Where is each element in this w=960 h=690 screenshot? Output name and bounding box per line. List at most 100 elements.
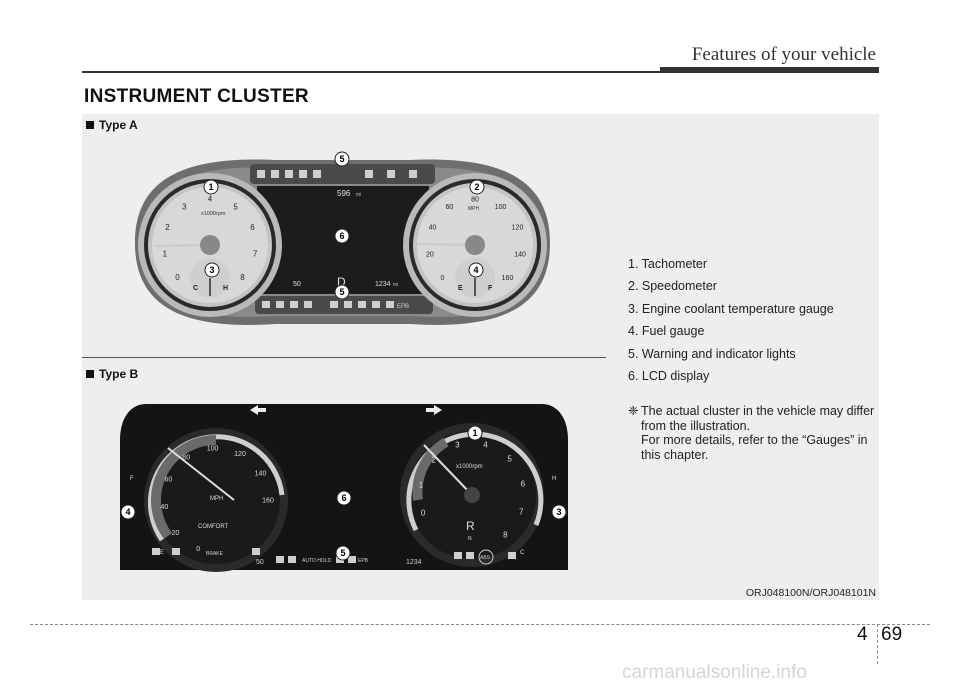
svg-text:mi: mi: [356, 192, 361, 198]
note-line: from the illustration.: [641, 419, 878, 434]
svg-text:F: F: [130, 476, 134, 482]
tach-b-tick-label: 7: [519, 507, 524, 516]
tach-a-tick-label: 6: [250, 223, 255, 232]
legend-item: 5. Warning and indicator lights: [628, 346, 834, 368]
cluster-type-b: 020406080100120140160 MPH COMFORT 012345…: [116, 400, 572, 574]
type-divider: [82, 357, 606, 358]
legend-item: 3. Engine coolant temperature gauge: [628, 301, 834, 323]
type-b-text: Type B: [99, 367, 138, 381]
odometer-value: 1234: [375, 281, 391, 288]
legend-item: 2. Speedometer: [628, 278, 834, 300]
tach-a-tick-label: 2: [165, 223, 170, 232]
svg-text:BRAKE: BRAKE: [206, 551, 224, 557]
note-line: For more details, refer to the “Gauges” …: [641, 433, 878, 448]
legend-item: 4. Fuel gauge: [628, 323, 834, 345]
svg-text:E: E: [458, 285, 463, 292]
speed-a-tick-label: 140: [514, 251, 526, 258]
tach-b-tick-label: 4: [483, 440, 488, 449]
tach-a-tick-label: 3: [182, 202, 187, 211]
tach-b-tick-label: 6: [521, 479, 526, 488]
speed-a-tick-label: 120: [512, 225, 524, 232]
figure-code: ORJ048100N/ORJ048101N: [746, 587, 876, 599]
svg-text:C: C: [520, 550, 525, 556]
bullet-square-icon: [86, 370, 94, 378]
tach-b-tick-label: 5: [507, 455, 512, 464]
speed-a-tick-label: 100: [495, 204, 507, 211]
svg-text:H: H: [223, 285, 228, 292]
tach-b-tick-label: 1: [419, 481, 424, 490]
svg-text:1: 1: [208, 182, 213, 192]
tach-b-tick-label: 8: [503, 531, 508, 540]
chapter-number: 4: [857, 624, 868, 646]
speed-a-tick-label: 0: [441, 275, 445, 282]
footer-rule: [30, 624, 930, 625]
section-title: INSTRUMENT CLUSTER: [84, 86, 309, 108]
tach-a-tick-label: 5: [233, 202, 238, 211]
tach-b-unit: x1000rpm: [456, 464, 483, 470]
speed-a-tick-label: 80: [471, 196, 479, 203]
tach-a-tick-label: 7: [253, 250, 258, 259]
svg-text:EPB: EPB: [358, 558, 369, 564]
drive-mode: COMFORT: [198, 524, 229, 530]
tach-a-tick-label: 8: [240, 273, 245, 282]
speed-a-tick-label: 40: [429, 225, 437, 232]
svg-text:5: 5: [340, 548, 345, 558]
svg-text:ABS: ABS: [480, 555, 491, 561]
trip-left-value: 50: [293, 281, 301, 288]
legend-item: 6. LCD display: [628, 368, 834, 390]
svg-text:H: H: [552, 476, 556, 482]
svg-text:4: 4: [125, 507, 130, 517]
svg-text:5: 5: [339, 154, 344, 164]
svg-text:4: 4: [473, 265, 478, 275]
tach-a-tick-label: 1: [163, 250, 168, 259]
type-b-label: Type B: [86, 367, 138, 381]
tach-b-tick-label: 0: [421, 509, 426, 518]
left-value-b: 50: [256, 559, 264, 566]
header-title: Features of your vehicle: [692, 44, 876, 66]
svg-text:5: 5: [339, 287, 344, 297]
speed-b-tick-label: 100: [207, 445, 219, 452]
svg-text:N: N: [468, 536, 472, 542]
note-line: The actual cluster in the vehicle may di…: [641, 404, 878, 419]
svg-text:6: 6: [339, 231, 344, 241]
page-number: 69: [881, 624, 902, 646]
svg-text:E: E: [160, 550, 164, 556]
gear-b: R: [466, 519, 475, 533]
speed-b-tick-label: 140: [255, 470, 267, 477]
legend-list: 1. Tachometer 2. Speedometer 3. Engine c…: [628, 256, 834, 390]
speed-b-tick-label: 60: [165, 476, 173, 483]
tach-unit-label: x1000rpm: [201, 211, 226, 217]
note-line: this chapter.: [641, 448, 878, 463]
speed-a-tick-label: 160: [502, 275, 514, 282]
bullet-square-icon: [86, 121, 94, 129]
speed-b-unit: MPH: [210, 496, 223, 502]
svg-text:AUTO HOLD: AUTO HOLD: [302, 558, 331, 564]
svg-text:2: 2: [474, 182, 479, 192]
speed-b-tick-label: 120: [234, 451, 246, 458]
type-a-text: Type A: [99, 118, 138, 132]
speed-a-tick-label: 60: [446, 204, 454, 211]
tach-b-tick-label: 3: [455, 441, 460, 450]
speed-b-tick-label: 0: [196, 546, 200, 553]
footer-divider: [877, 624, 878, 664]
watermark: carmanualsonline.info: [622, 662, 807, 684]
odometer-b: 1234: [406, 559, 422, 566]
svg-text:mi: mi: [393, 282, 398, 288]
svg-text:3: 3: [209, 265, 214, 275]
speed-b-tick-label: 160: [262, 497, 274, 504]
note-block: ❈ The actual cluster in the vehicle may …: [628, 404, 878, 462]
legend-item: 1. Tachometer: [628, 256, 834, 278]
svg-text:C: C: [193, 285, 198, 292]
svg-text:1: 1: [472, 428, 477, 438]
epb-indicator: EPB: [397, 304, 409, 310]
speed-b-tick-label: 40: [161, 504, 169, 511]
speed-unit-label: MPH: [468, 206, 480, 212]
svg-text:F: F: [488, 285, 493, 292]
range-value: 596: [337, 189, 351, 198]
type-a-label: Type A: [86, 118, 138, 132]
note-mark-icon: ❈: [628, 404, 638, 419]
speed-b-tick-label: 20: [172, 530, 180, 537]
svg-text:3: 3: [556, 507, 561, 517]
svg-text:6: 6: [341, 493, 346, 503]
